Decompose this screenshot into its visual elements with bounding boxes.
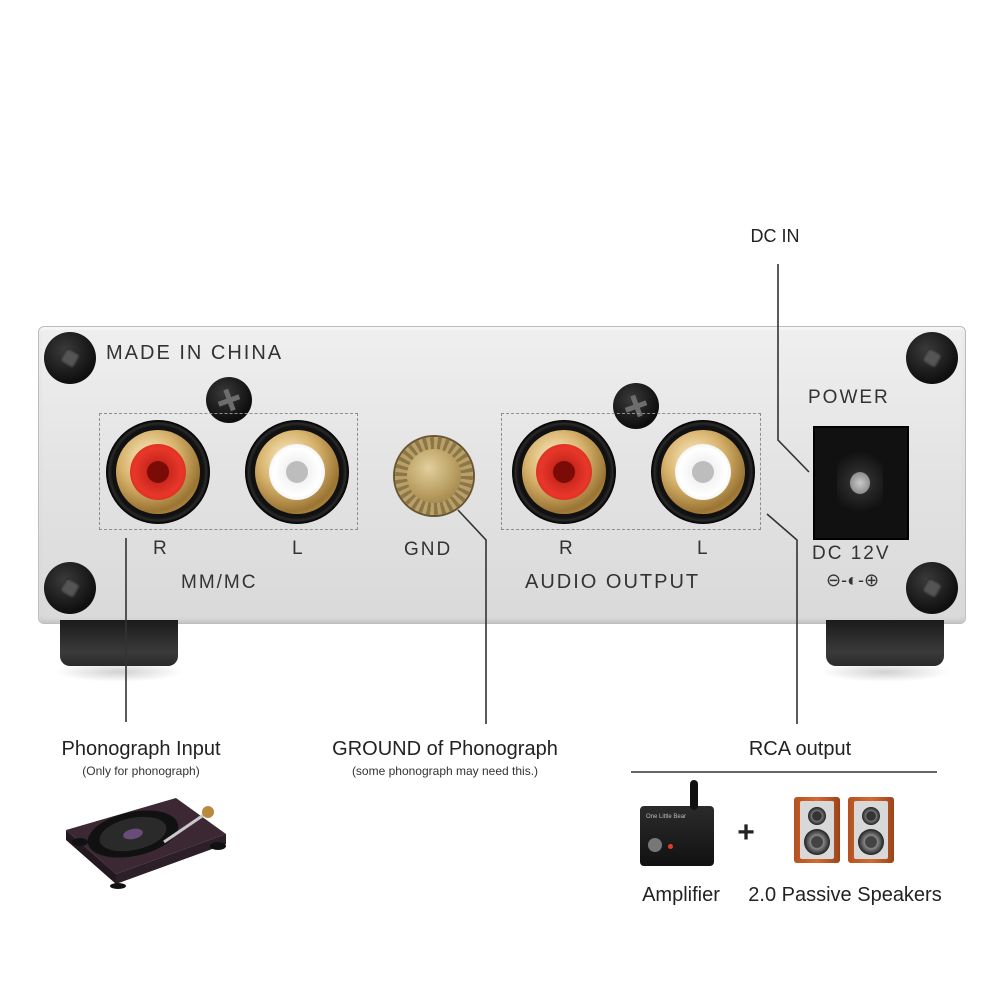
input-r-label: R — [153, 538, 169, 559]
right-foot-shadow — [820, 662, 950, 682]
amplifier-icon: One Little Bear — [640, 780, 714, 866]
gnd-label: GND — [404, 539, 453, 560]
speaker-icon-left — [794, 797, 840, 863]
phono-input-note: (Only for phonograph) — [82, 764, 200, 778]
output-l-label: L — [697, 538, 710, 559]
rca-output-leader — [766, 513, 798, 724]
input-jacks-box — [99, 413, 358, 530]
ground-title: GROUND of Phonograph — [332, 738, 558, 760]
output-r-label: R — [559, 538, 575, 559]
amplifier-label: Amplifier — [642, 884, 720, 906]
phillips-screw-input — [206, 377, 252, 423]
corner-screw-top-right — [906, 332, 958, 384]
dc-in-leader — [777, 264, 810, 473]
input-jack-right[interactable] — [106, 420, 210, 524]
power-label: POWER — [808, 387, 890, 408]
corner-screw-bottom-left — [44, 562, 96, 614]
rca-output-title: RCA output — [748, 738, 852, 760]
polarity-symbol: ⊖-◐-⊕ — [826, 570, 880, 590]
phillips-screw-output — [613, 383, 659, 429]
dc-rating-label: DC 12V — [812, 543, 891, 564]
input-jack-left[interactable] — [245, 420, 349, 524]
left-foot — [60, 620, 178, 666]
corner-screw-bottom-right — [906, 562, 958, 614]
speaker-icon-right — [848, 797, 894, 863]
audio-output-label: AUDIO OUTPUT — [525, 571, 701, 593]
corner-screw-top-left — [44, 332, 96, 384]
ground-note: (some phonograph may need this.) — [351, 764, 539, 778]
speakers-label: 2.0 Passive Speakers — [748, 884, 942, 906]
output-jack-left[interactable] — [651, 420, 755, 524]
amp-brand: One Little Bear — [646, 814, 687, 820]
turntable-icon — [66, 798, 226, 889]
input-l-label: L — [292, 538, 305, 559]
dc-power-jack[interactable] — [813, 426, 909, 540]
right-foot — [826, 620, 944, 666]
made-in-label: MADE IN CHINA — [106, 342, 284, 364]
mm-mc-label: MM/MC — [181, 572, 258, 593]
dc-in-label: DC IN — [750, 226, 800, 246]
phono-input-title: Phonograph Input — [61, 738, 221, 760]
plus-sign: + — [737, 816, 755, 849]
output-jack-right[interactable] — [512, 420, 616, 524]
left-foot-shadow — [54, 662, 184, 682]
ground-leader — [457, 509, 487, 724]
output-jacks-box — [501, 413, 761, 530]
gnd-terminal[interactable] — [395, 437, 473, 515]
